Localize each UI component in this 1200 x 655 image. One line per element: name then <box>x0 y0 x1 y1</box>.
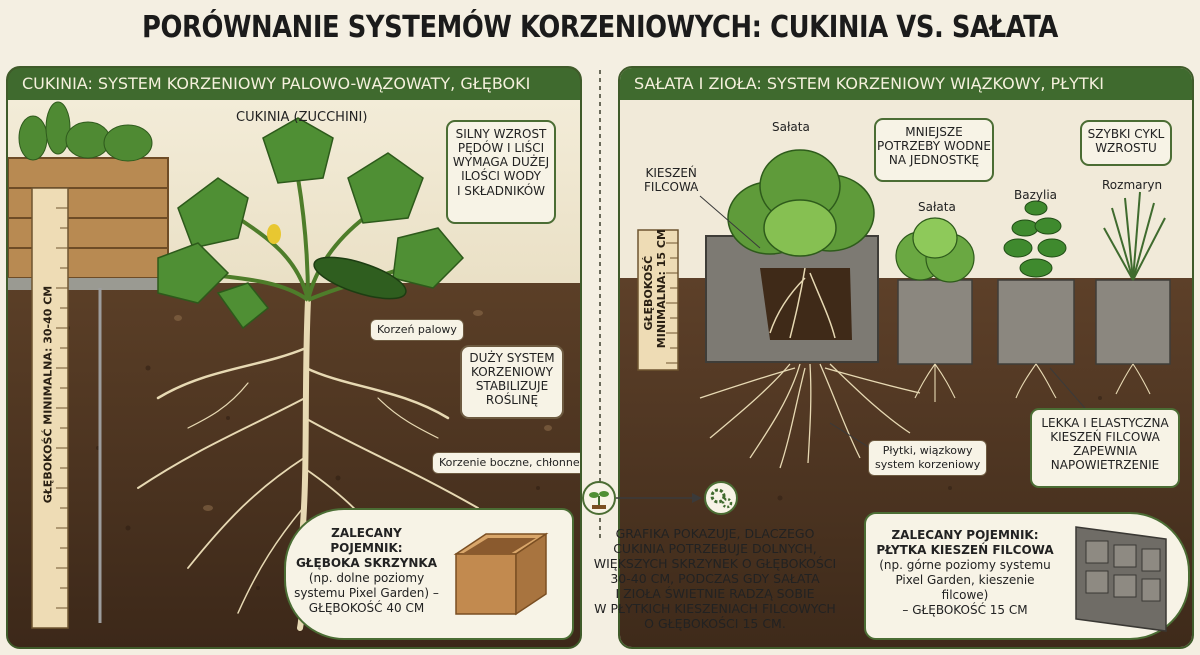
zucchini-panel-header: CUKINIA: SYSTEM KORZENIOWY PALOWO-WĄZOWA… <box>8 68 580 100</box>
shallow-fibrous-roots <box>699 363 921 469</box>
small-felt-pockets <box>897 279 1171 365</box>
lateral-roots-callout: Korzenie boczne, chłonne <box>432 452 580 474</box>
felt-pocket-panel-icon <box>1075 526 1167 632</box>
zucchini-depth-label: GŁĘBOKOŚĆ MINIMALNA: 30-40 CM <box>41 285 55 504</box>
bed-seedlings <box>18 101 153 162</box>
large-lettuce-label: Sałata <box>772 120 810 134</box>
basil-plant <box>1003 200 1067 278</box>
depth-ruler <box>31 187 102 629</box>
lettuce-panel: SAŁATA I ZIOŁA: SYSTEM KORZENIOWY WIĄZKO… <box>618 66 1194 649</box>
depth-ruler <box>637 229 679 371</box>
lettuce-head <box>727 149 875 257</box>
large-felt-pocket <box>705 149 879 363</box>
rosemary-label: Rozmaryn <box>1102 178 1163 192</box>
zucchini-plant <box>157 117 465 330</box>
zucchini-panel: CUKINIA: SYSTEM KORZENIOWY PALOWO-WĄZOWA… <box>6 66 582 649</box>
small-lettuce-label: Sałata <box>918 200 956 214</box>
lettuce-panel-header: SAŁATA I ZIOŁA: SYSTEM KORZENIOWY WIĄZKO… <box>620 68 1192 100</box>
small-lettuce <box>895 217 975 283</box>
zucchini-plant-label: CUKINIA (ZUCCHINI) <box>236 110 368 125</box>
taproot-callout: Korzeń palowy <box>370 319 464 341</box>
wooden-box-icon <box>453 532 549 616</box>
lettuce-container-card: ZALECANY POJEMNIK: PŁYTKA KIESZEŃ FILCOW… <box>864 512 1190 640</box>
panel-divider <box>599 70 601 540</box>
page-title: PORÓWNANIE SYSTEMÓW KORZENIOWYCH: CUKINI… <box>142 10 1058 45</box>
rosemary-plant <box>1103 191 1166 281</box>
gears-icon <box>704 481 738 515</box>
basil-label: Bazylia <box>1014 188 1058 202</box>
zucchini-container-card: ZALECANY POJEMNIK: GŁĘBOKA SKRZYNKA (np.… <box>284 508 574 640</box>
comparison-arrow <box>616 493 702 503</box>
sprout-icon <box>582 481 616 515</box>
